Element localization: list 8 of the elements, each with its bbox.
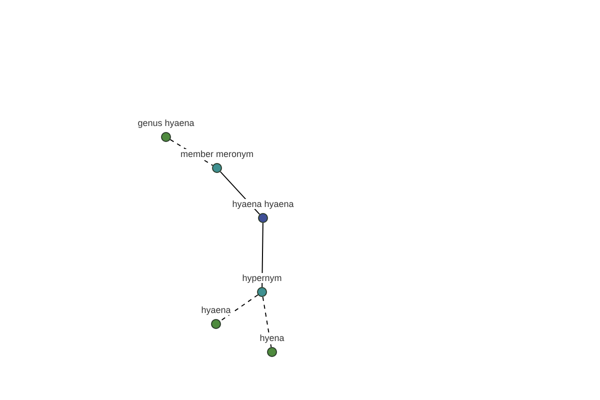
node-label: member meronym (180, 149, 254, 159)
connector-line (220, 294, 258, 322)
node-label: hyaena (200, 305, 232, 315)
node-label: hyaena hyaena (231, 199, 295, 209)
connector-line (262, 296, 272, 348)
node-label: hypernym (241, 273, 283, 283)
node-label: hyena (258, 333, 286, 343)
node-label: genus hyaena (136, 118, 196, 128)
